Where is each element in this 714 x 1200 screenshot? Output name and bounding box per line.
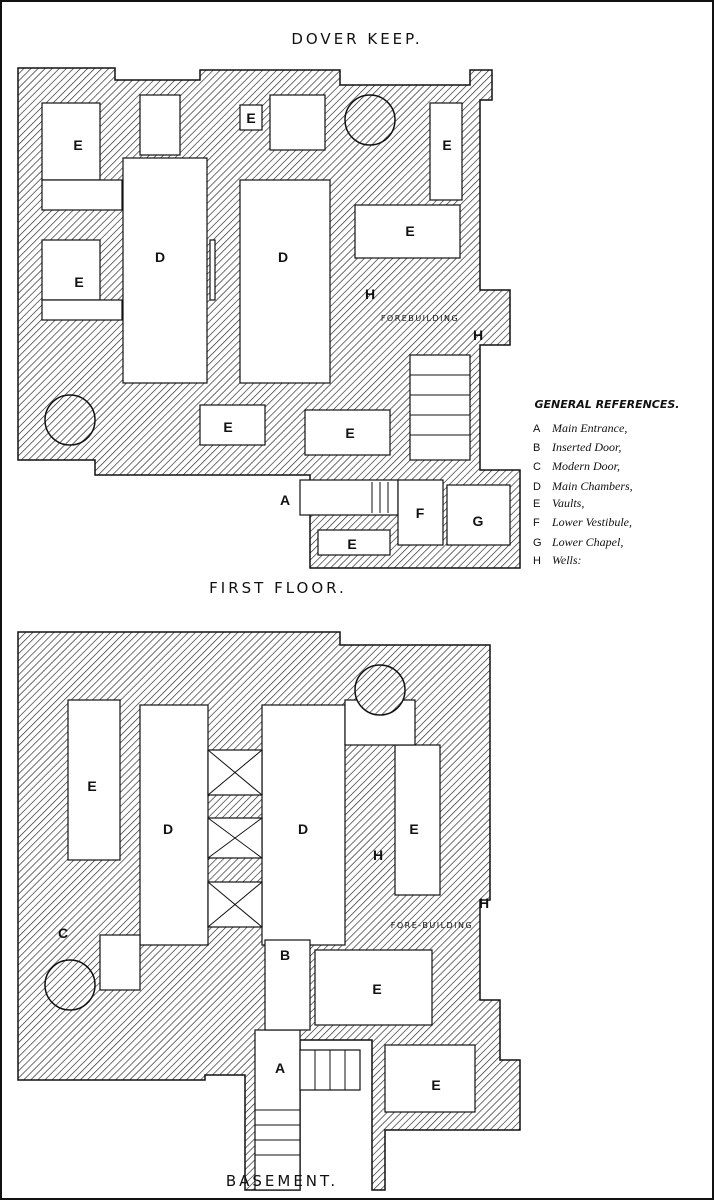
svg-text:Main Entrance,: Main Entrance, bbox=[551, 421, 627, 435]
label-main-entrance: A bbox=[280, 492, 290, 508]
label-main-chamber: D bbox=[163, 821, 173, 837]
legend-item: C Modern Door, bbox=[533, 459, 620, 473]
svg-text:E: E bbox=[533, 498, 540, 510]
legend-item: G Lower Chapel, bbox=[533, 535, 623, 549]
label-well: H bbox=[479, 895, 489, 911]
svg-text:H: H bbox=[533, 555, 541, 567]
label-main-chamber: D bbox=[278, 249, 288, 265]
svg-text:B: B bbox=[533, 442, 540, 454]
label-vault: E bbox=[347, 536, 356, 552]
legend-item: H Wells: bbox=[533, 553, 582, 567]
label-well: H bbox=[365, 286, 375, 302]
staircase bbox=[255, 1050, 346, 1156]
plan-title: DOVER KEEP. bbox=[291, 30, 422, 48]
label-vault: E bbox=[246, 110, 255, 126]
label-vault: E bbox=[74, 274, 83, 290]
svg-text:Inserted Door,: Inserted Door, bbox=[551, 440, 621, 454]
label-forebuilding: FORE-BUILDING bbox=[391, 921, 473, 930]
svg-text:A: A bbox=[533, 423, 541, 435]
svg-text:Modern Door,: Modern Door, bbox=[551, 459, 620, 473]
label-vault: E bbox=[372, 981, 381, 997]
legend-item: E Vaults, bbox=[533, 496, 584, 510]
svg-text:F: F bbox=[533, 517, 540, 529]
spiral-stair-icon bbox=[344, 94, 396, 146]
svg-text:Lower Chapel,: Lower Chapel, bbox=[551, 535, 623, 549]
svg-text:Lower Vestibule,: Lower Vestibule, bbox=[551, 515, 632, 529]
svg-text:D: D bbox=[533, 481, 541, 493]
label-forebuilding: FOREBUILDING bbox=[381, 314, 459, 323]
basement-caption: BASEMENT. bbox=[226, 1172, 338, 1190]
spiral-stair-icon bbox=[44, 959, 96, 1011]
svg-text:C: C bbox=[533, 461, 541, 473]
staircase bbox=[371, 374, 470, 513]
legend-item: A Main Entrance, bbox=[533, 421, 627, 435]
legend-heading: GENERAL REFERENCES. bbox=[535, 398, 680, 411]
label-vault: E bbox=[87, 778, 96, 794]
first-floor-caption: FIRST FLOOR. bbox=[209, 579, 347, 597]
legend-item: F Lower Vestibule, bbox=[533, 515, 632, 529]
legend-item: B Inserted Door, bbox=[533, 440, 621, 454]
label-lower-vestibule: F bbox=[416, 505, 425, 521]
spiral-stair-icon bbox=[354, 664, 406, 716]
label-vault: E bbox=[345, 425, 354, 441]
label-main-chamber: D bbox=[298, 821, 308, 837]
label-vault: E bbox=[405, 223, 414, 239]
label-vault: E bbox=[73, 137, 82, 153]
svg-text:Main Chambers,: Main Chambers, bbox=[551, 479, 633, 493]
basement-plan: E D D E E E A B C H H FORE-BUILDING bbox=[17, 631, 521, 1191]
svg-text:Vaults,: Vaults, bbox=[552, 496, 584, 510]
label-lower-chapel: G bbox=[473, 513, 484, 529]
spiral-stair-icon bbox=[44, 394, 96, 446]
label-inserted-door: B bbox=[280, 947, 290, 963]
svg-text:G: G bbox=[533, 537, 542, 549]
first-floor-plan: D D E E E E E E E E A F G H H FOREBUILDI… bbox=[17, 67, 521, 569]
general-references-legend: GENERAL REFERENCES. A Main Entrance, B Ins… bbox=[533, 398, 679, 567]
cross-vaulted-passage bbox=[207, 749, 263, 928]
label-main-entrance: A bbox=[275, 1060, 285, 1076]
label-vault: E bbox=[442, 137, 451, 153]
label-main-chamber: D bbox=[155, 249, 165, 265]
label-modern-door: C bbox=[58, 925, 68, 941]
label-vault: E bbox=[409, 821, 418, 837]
label-well: H bbox=[473, 327, 483, 343]
label-vault: E bbox=[431, 1077, 440, 1093]
label-well: H bbox=[373, 847, 383, 863]
label-vault: E bbox=[223, 419, 232, 435]
svg-text:Wells:: Wells: bbox=[552, 553, 582, 567]
legend-item: D Main Chambers, bbox=[533, 479, 633, 493]
